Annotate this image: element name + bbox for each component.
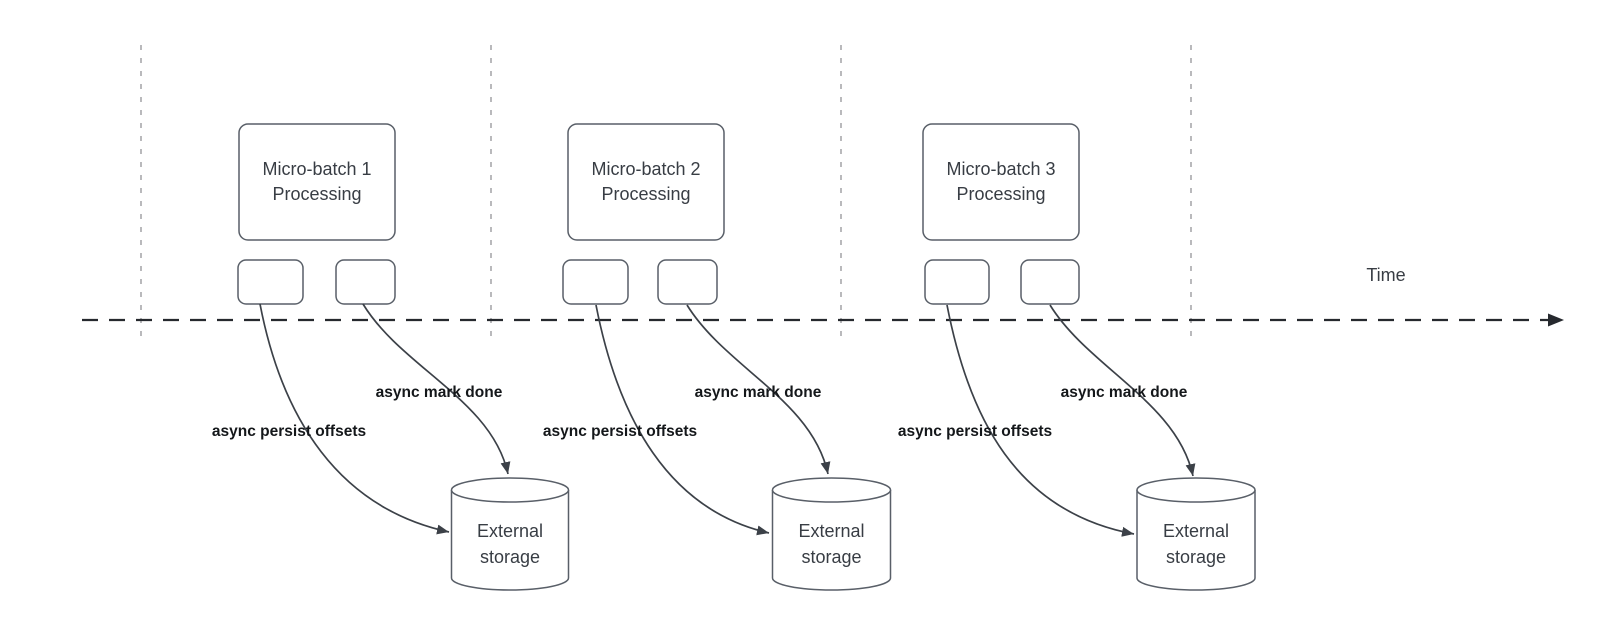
cylinder-top: [1136, 477, 1256, 503]
persist-offsets-label: async persist offsets: [898, 423, 1052, 440]
batch-group-3: Micro-batch 3 Processing async persist o…: [898, 123, 1256, 591]
mark-done-task-box: [335, 259, 396, 305]
storage-label-line2: storage: [480, 547, 540, 567]
external-storage-cylinder: External storage: [450, 477, 570, 591]
offset-task-box: [562, 259, 629, 305]
micro-batch-title-line2: Processing: [956, 184, 1045, 204]
external-storage-cylinder: External storage: [1136, 477, 1256, 591]
storage-label-line1: External: [477, 521, 543, 541]
mark-done-task-box: [1020, 259, 1080, 305]
persist-offsets-label: async persist offsets: [543, 423, 697, 440]
time-label: Time: [1366, 265, 1405, 285]
cylinder-body: [1136, 490, 1256, 591]
mark-done-label: async mark done: [376, 384, 503, 401]
micro-batch-box: [567, 123, 725, 241]
storage-label-line2: storage: [801, 547, 861, 567]
micro-batch-title-line2: Processing: [272, 184, 361, 204]
batch-group-1: Micro-batch 1 Processing async persist o…: [212, 123, 570, 591]
mark-done-label: async mark done: [1061, 384, 1188, 401]
persist-offsets-label: async persist offsets: [212, 423, 366, 440]
micro-batch-title-line1: Micro-batch 3: [946, 159, 1055, 179]
micro-batch-title-line1: Micro-batch 1: [262, 159, 371, 179]
mark-done-arrow: [686, 304, 831, 475]
batch-group-2: Micro-batch 2 Processing async persist o…: [543, 123, 892, 591]
micro-batch-title-line2: Processing: [601, 184, 690, 204]
persist-offsets-arrow: [595, 304, 770, 536]
cylinder-top: [771, 477, 892, 503]
offset-task-box: [237, 259, 304, 305]
micro-batch-box: [922, 123, 1080, 241]
mark-done-arrow: [1049, 304, 1196, 477]
micro-batch-box: [238, 123, 396, 241]
mark-done-label: async mark done: [695, 384, 822, 401]
offset-task-box: [924, 259, 990, 305]
mark-done-task-box: [657, 259, 718, 305]
cylinder-body: [771, 490, 892, 591]
mark-done-arrow: [362, 303, 511, 475]
external-storage-cylinder: External storage: [771, 477, 892, 591]
storage-label-line1: External: [798, 521, 864, 541]
storage-label-line2: storage: [1166, 547, 1226, 567]
micro-batch-title-line1: Micro-batch 2: [591, 159, 700, 179]
cylinder-top: [450, 477, 570, 503]
cylinder-body: [450, 490, 570, 591]
persist-offsets-arrow: [259, 303, 450, 535]
persist-offsets-arrow: [946, 304, 1135, 537]
storage-label-line1: External: [1163, 521, 1229, 541]
